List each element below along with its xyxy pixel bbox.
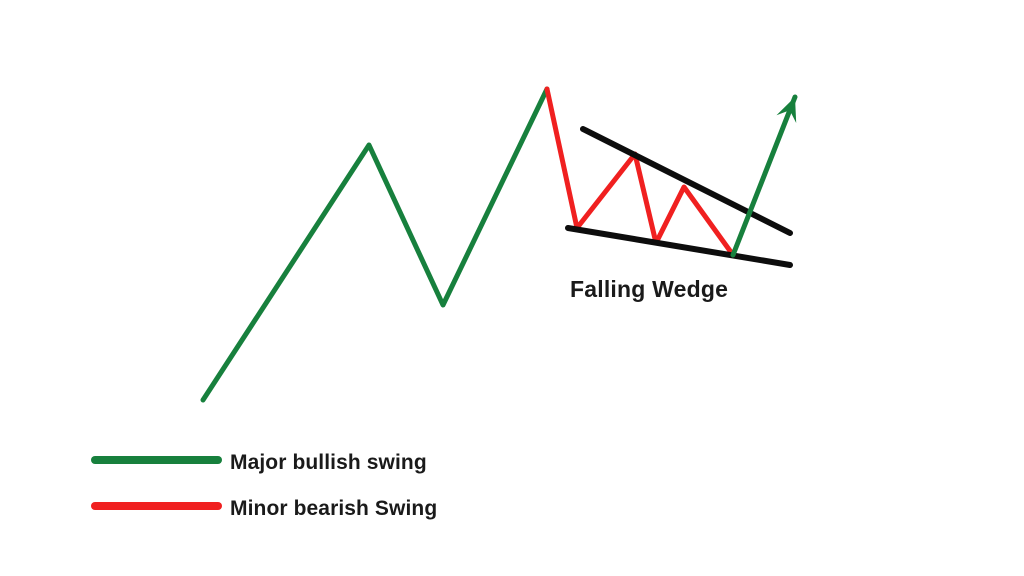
- legend-item-label: Major bullish swing: [230, 451, 427, 474]
- major-bullish-swing-line: [200, 86, 550, 403]
- legend: Major bullish swing Minor bearish Swing: [91, 451, 437, 520]
- breakout-arrow-icon: [776, 97, 797, 123]
- breakout-bullish-swing-line: [730, 94, 798, 258]
- pattern-label: Falling Wedge: [570, 276, 728, 302]
- legend-item-minor-bearish-swing: Minor bearish Swing: [91, 497, 437, 520]
- upper-resistance-trendline: [580, 126, 793, 236]
- legend-item-label: Minor bearish Swing: [230, 497, 437, 520]
- lower-support-trendline: [565, 225, 793, 268]
- legend-item-major-bullish-swing: Major bullish swing: [91, 451, 427, 474]
- minor-bearish-swing-line: [544, 86, 736, 258]
